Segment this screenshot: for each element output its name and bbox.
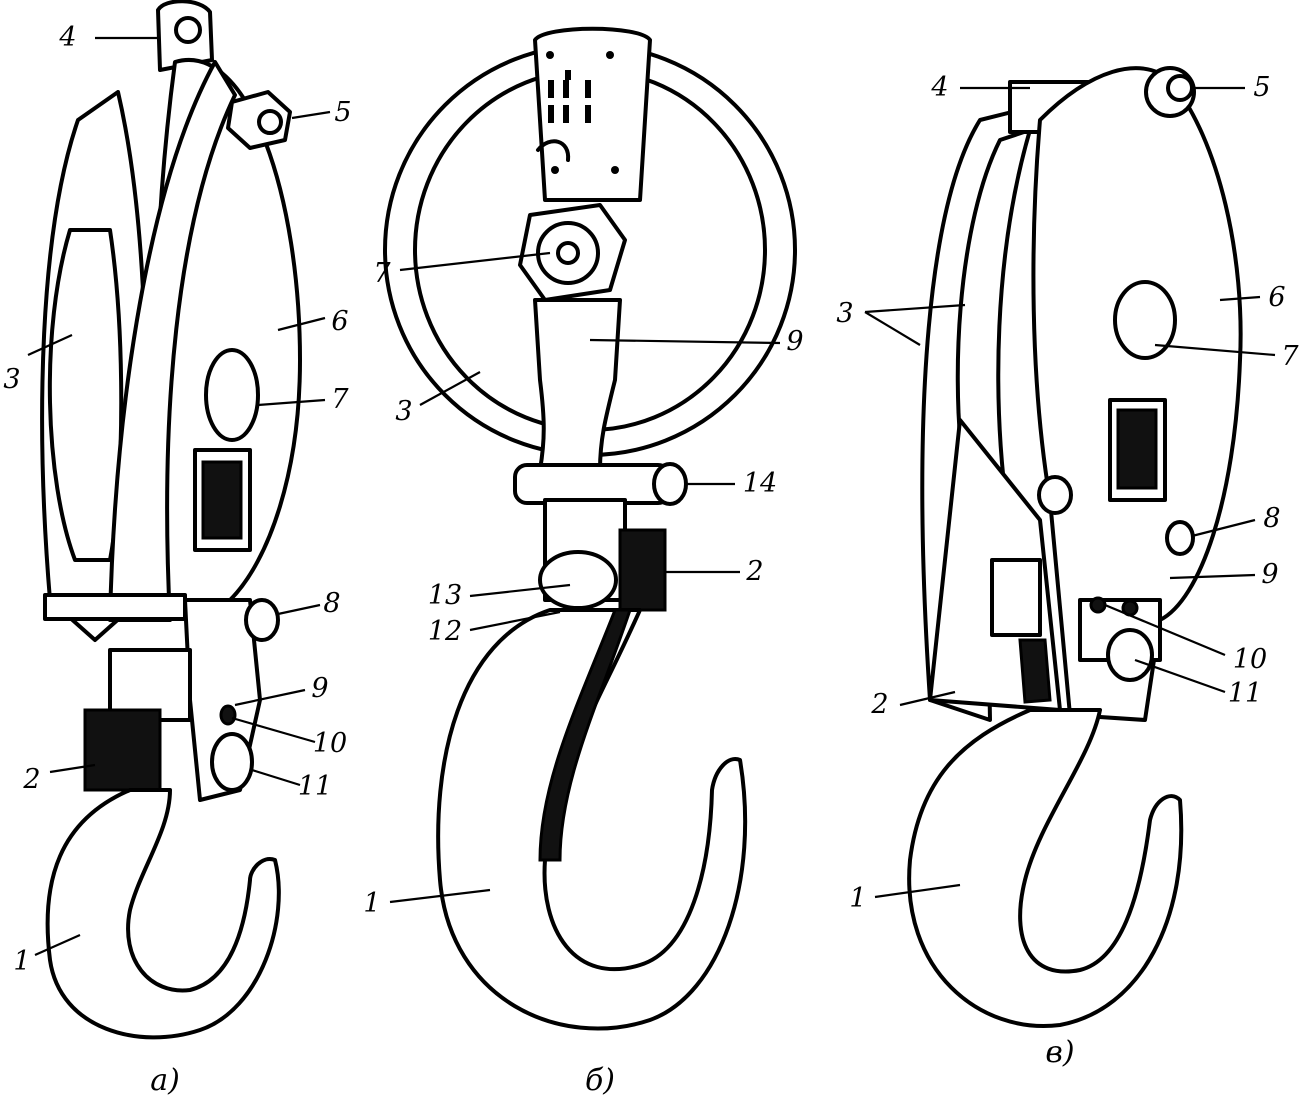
callout-c-10: 10 (1233, 644, 1267, 675)
figure-b-drawing (383, 26, 797, 1031)
callout-b-1: 1 (363, 888, 380, 919)
callouts-figure-b: 7 9 3 14 2 13 12 1 (363, 258, 803, 919)
callout-a-6: 6 (331, 306, 348, 337)
callout-a-7: 7 (331, 384, 349, 415)
callout-b-14: 14 (743, 468, 777, 499)
callout-c-7: 7 (1281, 341, 1299, 372)
callout-c-8: 8 (1263, 503, 1280, 534)
callout-b-12: 12 (428, 616, 462, 647)
caption-figure-c: в) (1045, 1035, 1074, 1070)
callout-c-4: 4 (930, 72, 948, 103)
caption-figure-a: а) (150, 1063, 180, 1098)
callout-a-3: 3 (3, 364, 20, 395)
callout-c-11: 11 (1228, 678, 1262, 709)
callout-a-4: 4 (58, 22, 76, 53)
callout-b-7: 7 (373, 258, 391, 289)
callout-c-5: 5 (1253, 72, 1270, 103)
callout-a-10: 10 (313, 728, 347, 759)
callout-c-9: 9 (1261, 559, 1278, 590)
figure-a-drawing (40, 0, 302, 1040)
callout-a-11: 11 (298, 771, 332, 802)
callout-a-5: 5 (334, 97, 351, 128)
callout-c-1: 1 (849, 883, 866, 914)
figure-c-drawing (907, 66, 1243, 1028)
callout-a-1: 1 (13, 946, 30, 977)
callout-b-13: 13 (428, 580, 462, 611)
caption-figure-b: б) (585, 1063, 615, 1098)
callout-b-2: 2 (745, 556, 763, 587)
callout-a-8: 8 (323, 588, 340, 619)
callout-b-3: 3 (395, 396, 412, 427)
callout-c-2: 2 (870, 689, 888, 720)
callout-b-9: 9 (786, 326, 803, 357)
callout-a-2: 2 (22, 764, 40, 795)
callouts-figure-a: 4 5 6 3 7 8 9 10 2 11 1 (3, 22, 351, 977)
callouts-figure-c: 4 5 6 3 7 8 9 10 2 11 1 (836, 72, 1299, 914)
callout-c-6: 6 (1268, 282, 1285, 313)
callout-c-3: 3 (836, 298, 853, 329)
callout-a-9: 9 (311, 673, 328, 704)
leader-lines (27, 36, 1276, 957)
